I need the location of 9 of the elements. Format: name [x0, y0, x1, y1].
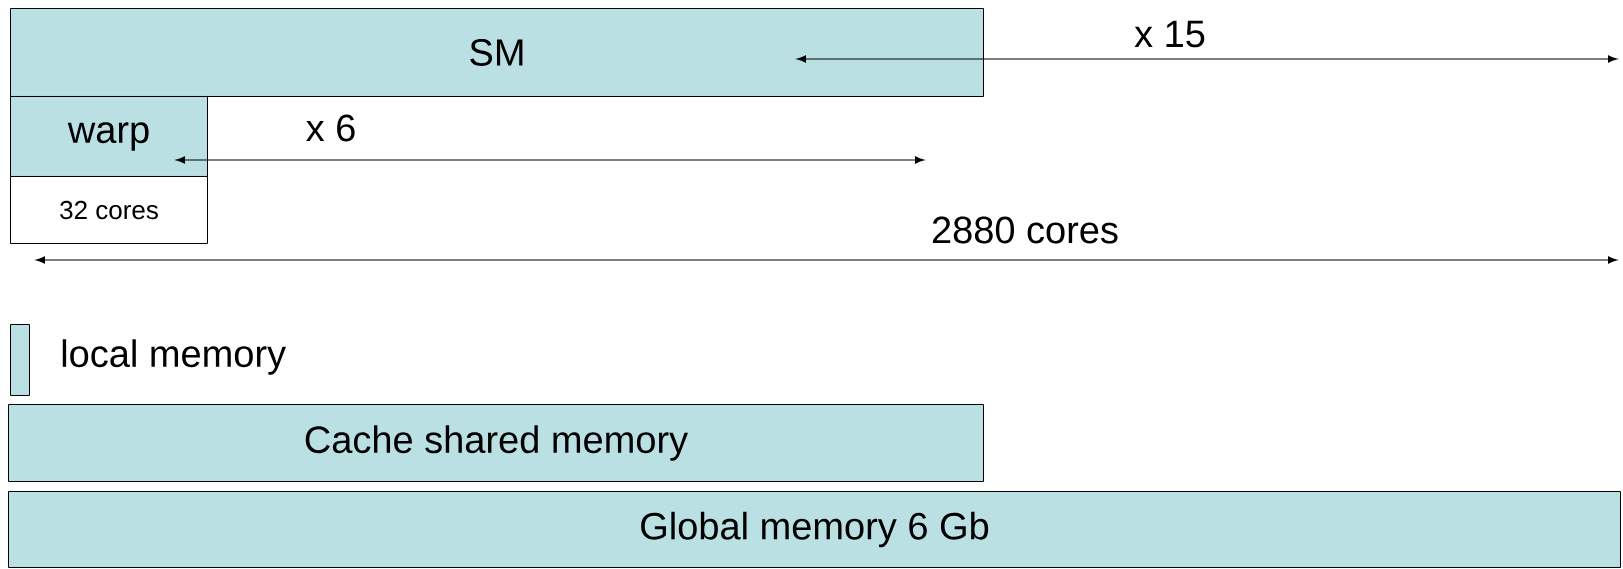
caption-text: local memory [62, 339, 286, 375]
dimension-label: 2880 cores [932, 216, 1118, 244]
block-box: warp [10, 96, 208, 177]
dimension-label: x 6 [306, 114, 355, 142]
memory-bar [10, 324, 30, 396]
block-box: Cache shared memory [8, 404, 984, 482]
block-box: Global memory 6 Gb [8, 491, 1621, 568]
count-box: 32 cores [10, 176, 208, 244]
dimension-label: x 15 [1134, 20, 1205, 48]
